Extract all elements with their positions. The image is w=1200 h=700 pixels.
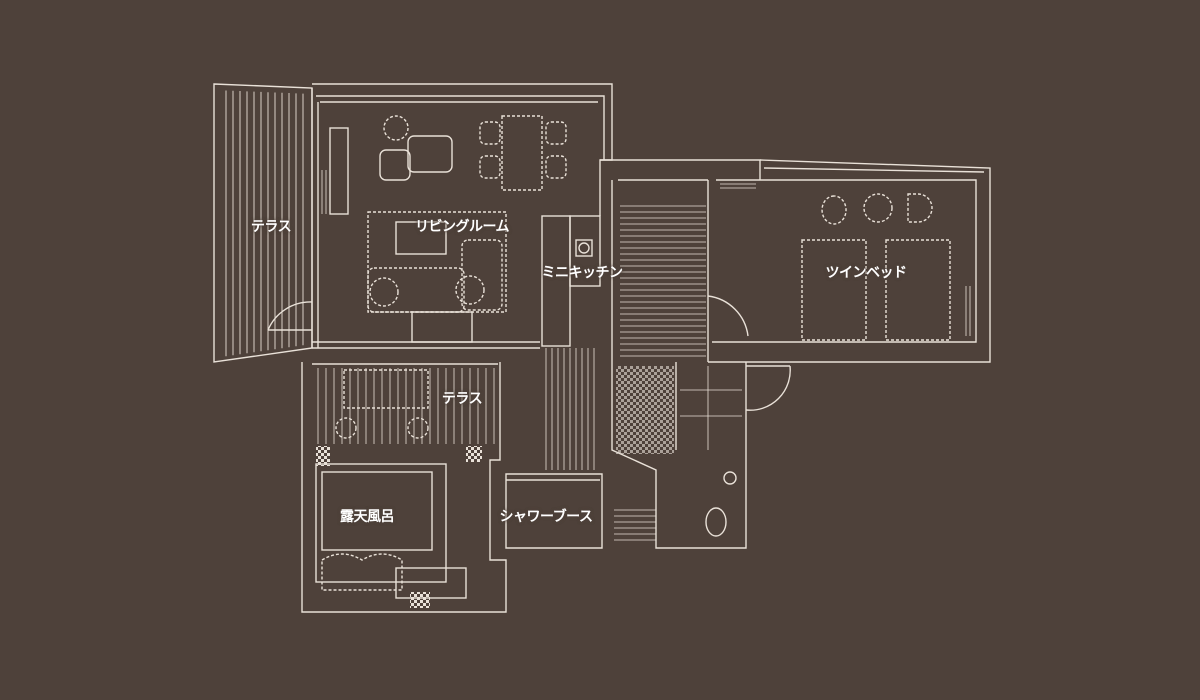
west-terrace-deck xyxy=(213,83,313,363)
washroom-tiles xyxy=(680,366,742,450)
open-air-bath xyxy=(315,463,467,599)
room-label-terrace-south: テラス xyxy=(441,391,483,407)
south-terrace-slats xyxy=(317,368,495,444)
toilet-icon xyxy=(705,507,727,537)
room-label-open-air-bath: 露天風呂 xyxy=(340,509,395,525)
room-label-living-room: リビングルーム xyxy=(414,219,510,235)
south-terrace-walls xyxy=(301,362,507,613)
toilet-floor-slats xyxy=(614,509,656,541)
sofa-set xyxy=(379,115,453,181)
bedroom-door-swing xyxy=(707,295,749,337)
coffee-table xyxy=(395,221,447,255)
curtain-rail xyxy=(321,170,327,214)
terrace-door-swing xyxy=(267,301,313,331)
terrace-daybed xyxy=(335,369,429,439)
washroom-walls xyxy=(611,362,747,549)
room-label-terrace-west: テラス xyxy=(250,219,292,235)
shower-booth-walls xyxy=(505,473,603,549)
living-console xyxy=(411,311,473,343)
room-label-shower-booth: シャワーブース xyxy=(499,509,593,525)
wash-basin-icon xyxy=(723,471,737,485)
twin-beds xyxy=(801,193,951,341)
room-label-mini-kitchen: ミニキッチン xyxy=(541,265,624,281)
bedroom-curtain xyxy=(720,183,971,336)
dining-set xyxy=(479,115,567,191)
mini-kitchen-walls xyxy=(541,215,601,347)
tv-cabinet xyxy=(329,127,349,215)
entrance-door-swing xyxy=(745,365,791,411)
twin-bedroom-walls xyxy=(708,159,991,363)
kitchen-floor-slats xyxy=(545,348,595,470)
room-label-twin-bed: ツインベッド xyxy=(825,265,908,281)
corridor-floor-slats xyxy=(620,205,706,357)
